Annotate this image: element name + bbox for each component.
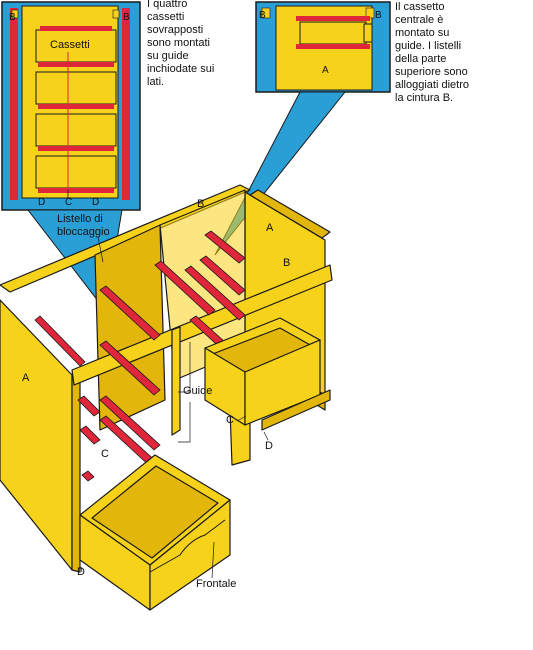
inset-left-corner-b-left: B <box>9 12 16 23</box>
label-guide: Guide <box>183 385 213 397</box>
drawer-guides <box>34 230 246 482</box>
note-left-line: sono montati <box>147 37 210 49</box>
note-left-line: I quattro <box>147 0 188 10</box>
label-b-top: B <box>197 198 205 210</box>
inset-left-panel <box>1 1 141 211</box>
label-d-left: D <box>77 566 85 578</box>
inset-left-corner-b-right: B <box>123 12 130 23</box>
label-a-right: A <box>266 222 274 234</box>
drawer-left <box>79 454 231 611</box>
label-c-right: C <box>226 414 234 426</box>
note-right-line: alloggiati dietro <box>395 79 469 91</box>
leader-lines <box>80 236 269 579</box>
note-left-line: cassetti <box>147 11 185 23</box>
note-right-line: Il cassetto <box>395 1 445 13</box>
label-c-left: C <box>101 448 109 460</box>
inset-right-center-a: A <box>322 65 329 76</box>
label-listello-line2: bloccaggio <box>57 226 110 238</box>
label-listello-line1: Listello di <box>57 213 103 225</box>
label-d-right: D <box>265 440 273 452</box>
drawer-center <box>204 317 331 431</box>
label-frontale: Frontale <box>196 578 237 590</box>
note-right: Il cassetto centrale è montato su guide.… <box>395 1 520 105</box>
inset-right-corner-b-right: B <box>375 10 382 21</box>
note-right-line: guide. I listelli <box>395 40 462 52</box>
inset-left-title: Cassetti <box>50 39 90 51</box>
note-right-line: superiore sono <box>395 66 468 78</box>
inset-right-corner-b-left: B <box>259 10 266 21</box>
inset-left-bottom-d-left: D <box>38 197 46 208</box>
note-left-line: inchiodate sui <box>147 63 215 75</box>
note-right-line: centrale è <box>395 14 444 26</box>
note-left-line: lati. <box>147 76 165 88</box>
inset-left-bottom-c: C <box>65 197 73 208</box>
note-right-line: della parte <box>395 53 447 65</box>
note-right-line: montato su <box>395 27 450 39</box>
note-left-line: sovrapposti <box>147 24 204 36</box>
label-a-left: A <box>22 372 30 384</box>
note-right-line: la cintura B. <box>395 92 454 104</box>
label-b-right: B <box>283 257 291 269</box>
note-left-line: su guide <box>147 50 189 62</box>
inset-right-panel <box>255 1 391 93</box>
inset-left-bottom-d-right: D <box>92 197 100 208</box>
note-left: I quattro cassetti sovrapposti sono mont… <box>147 0 247 89</box>
